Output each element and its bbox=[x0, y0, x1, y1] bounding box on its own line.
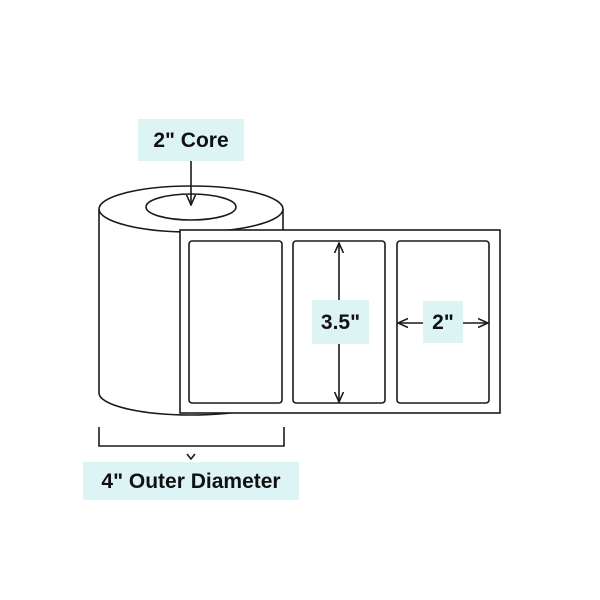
outer-diameter-label: 4" Outer Diameter bbox=[83, 462, 299, 500]
core-size-label: 2" Core bbox=[138, 119, 244, 161]
label-width-label: 2" bbox=[423, 301, 463, 343]
label-height-label: 3.5" bbox=[312, 300, 369, 344]
label-1 bbox=[188, 240, 283, 404]
outer-diameter-bracket bbox=[98, 427, 285, 447]
outer-diameter-pointer bbox=[186, 453, 196, 461]
